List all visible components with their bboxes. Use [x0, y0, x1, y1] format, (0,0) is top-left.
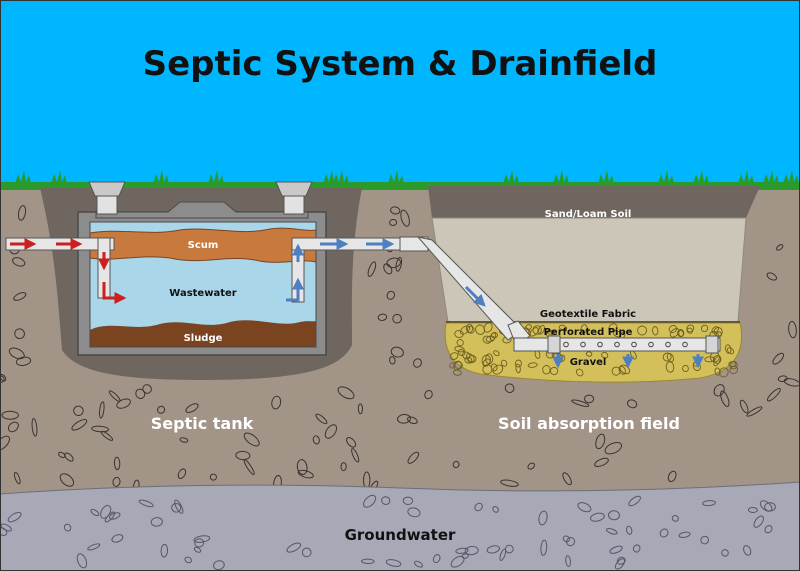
- septic-tank-label: Septic tank: [151, 414, 254, 433]
- sludge-label: Sludge: [184, 333, 223, 344]
- perforated-pipe: [513, 335, 721, 354]
- tank-inner-wall: [89, 221, 317, 348]
- scum-label: Scum: [188, 240, 219, 251]
- inflow-arrows: [10, 238, 127, 304]
- soil-absorption-field-label: Soil absorption field: [498, 414, 680, 433]
- outlet-riser: [275, 181, 313, 215]
- perforated-pipe-label: Perforated Pipe: [544, 327, 633, 338]
- grass-tufts: [15, 170, 799, 184]
- soil-pebbles: [0, 205, 800, 494]
- wastewater-label: Wastewater: [169, 288, 236, 299]
- groundwater-pebbles: [0, 494, 776, 571]
- sand-loam-soil-label: Sand/Loam Soil: [545, 209, 632, 220]
- tank-lid: [95, 201, 309, 219]
- sky: [0, 0, 800, 188]
- diagram-title: Septic System & Drainfield: [143, 44, 658, 84]
- drainfield-topsoil: [428, 186, 760, 218]
- grass: [0, 182, 800, 190]
- inlet-riser: [88, 181, 126, 215]
- outflow-arrows: [286, 238, 486, 307]
- geotextile-fabric-label: Geotextile Fabric: [540, 309, 636, 320]
- gravel-label: Gravel: [570, 357, 607, 368]
- seepage-arrows: [552, 354, 704, 369]
- groundwater-label: Groundwater: [345, 526, 456, 544]
- sludge-layer: [90, 320, 316, 347]
